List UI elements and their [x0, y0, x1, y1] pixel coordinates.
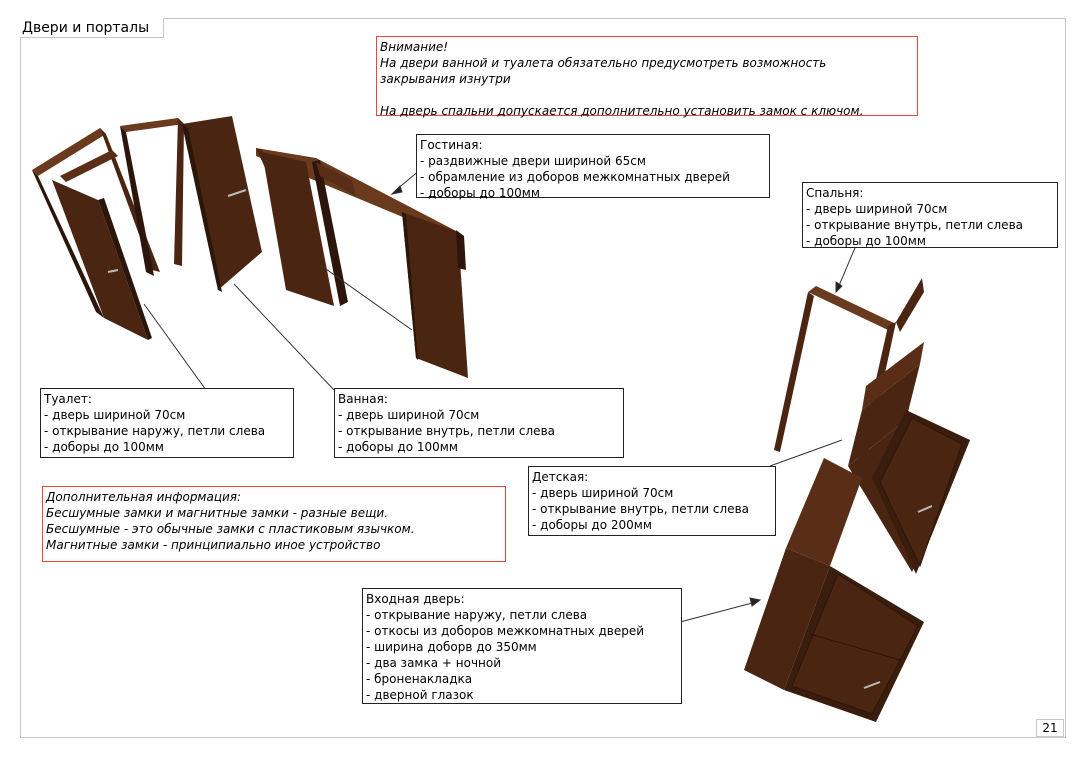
page-number: 21	[1036, 719, 1064, 737]
page-frame	[20, 18, 1066, 738]
extra-info-line: Бесшумные - это обычные замки с пластико…	[46, 522, 415, 536]
callout-title: Входная дверь:	[366, 592, 465, 606]
callout-line: - два замка + ночной	[366, 656, 502, 670]
entrance-door-3d	[744, 458, 924, 722]
callout-line: - открывание наружу, петли слева	[44, 424, 266, 438]
attention-line	[380, 87, 914, 103]
attention-line: На дверь спальни допускается дополнитель…	[380, 104, 864, 118]
toilet-door-3d	[32, 128, 160, 340]
attention-note: Внимание! На двери ванной и туалета обяз…	[376, 36, 918, 118]
extra-info-line: Дополнительная информация:	[46, 490, 242, 504]
callout-line: - ширина доборв до 350мм	[366, 640, 537, 654]
callout-line: - раздвижные двери шириной 65см	[420, 154, 646, 168]
callout-line: - откосы из доборов межкомнатных дверей	[366, 624, 645, 638]
callout-line: - открывание внутрь, петли слева	[532, 502, 749, 516]
bedroom-callout: Спальня: - дверь шириной 70см - открыван…	[802, 182, 1058, 248]
callout-line: - открывание наружу, петли слева	[366, 608, 588, 622]
callout-title: Детская:	[532, 470, 589, 484]
callout-line: - дверной глазок	[366, 688, 474, 702]
callout-line: - доборы до 100мм	[806, 234, 926, 248]
callout-line: - дверь шириной 70см	[532, 486, 674, 500]
extra-info-line: Магнитные замки - принципиально иное уст…	[46, 538, 381, 552]
attention-line: Внимание!	[380, 40, 449, 54]
entrance-door-callout: Входная дверь: - открывание наружу, петл…	[362, 588, 682, 704]
callout-line: - обрамление из доборов межкомнатных две…	[420, 170, 730, 184]
attention-line: закрывания изнутри	[380, 72, 511, 86]
callout-title: Гостиная:	[420, 138, 483, 152]
callout-title: Ванная:	[338, 392, 388, 406]
callout-line: - доборы до 200мм	[532, 518, 652, 532]
callout-line: - дверь шириной 70см	[338, 408, 480, 422]
extra-info-line: Бесшумные замки и магнитные замки - разн…	[46, 506, 389, 520]
callout-line: - открывание внутрь, петли слева	[338, 424, 555, 438]
callout-line: - доборы до 100мм	[420, 186, 540, 200]
kids-room-callout: Детская: - дверь шириной 70см - открыван…	[528, 466, 776, 536]
bathroom-callout: Ванная: - дверь шириной 70см - открывани…	[334, 388, 624, 458]
page-title: Двери и порталы	[20, 18, 164, 38]
kids-room-door-3d	[848, 342, 970, 574]
living-room-callout: Гостиная: - раздвижные двери шириной 65с…	[416, 134, 770, 200]
callout-line: - доборы до 100мм	[338, 440, 458, 454]
callout-title: Спальня:	[806, 186, 864, 200]
callout-line: - открывание внутрь, петли слева	[806, 218, 1023, 232]
toilet-callout: Туалет: - дверь шириной 70см - открывани…	[40, 388, 294, 458]
callout-line: - дверь шириной 70см	[806, 202, 948, 216]
attention-line: На двери ванной и туалета обязательно пр…	[380, 56, 827, 70]
callout-title: Туалет:	[44, 392, 92, 406]
extra-info-note: Дополнительная информация: Бесшумные зам…	[42, 486, 506, 562]
callout-line: - дверь шириной 70см	[44, 408, 186, 422]
living-room-sliding-doors-3d	[256, 148, 468, 378]
callout-line: - доборы до 100мм	[44, 440, 164, 454]
callout-line: - броненакладка	[366, 672, 473, 686]
bathroom-door-3d	[120, 116, 262, 292]
